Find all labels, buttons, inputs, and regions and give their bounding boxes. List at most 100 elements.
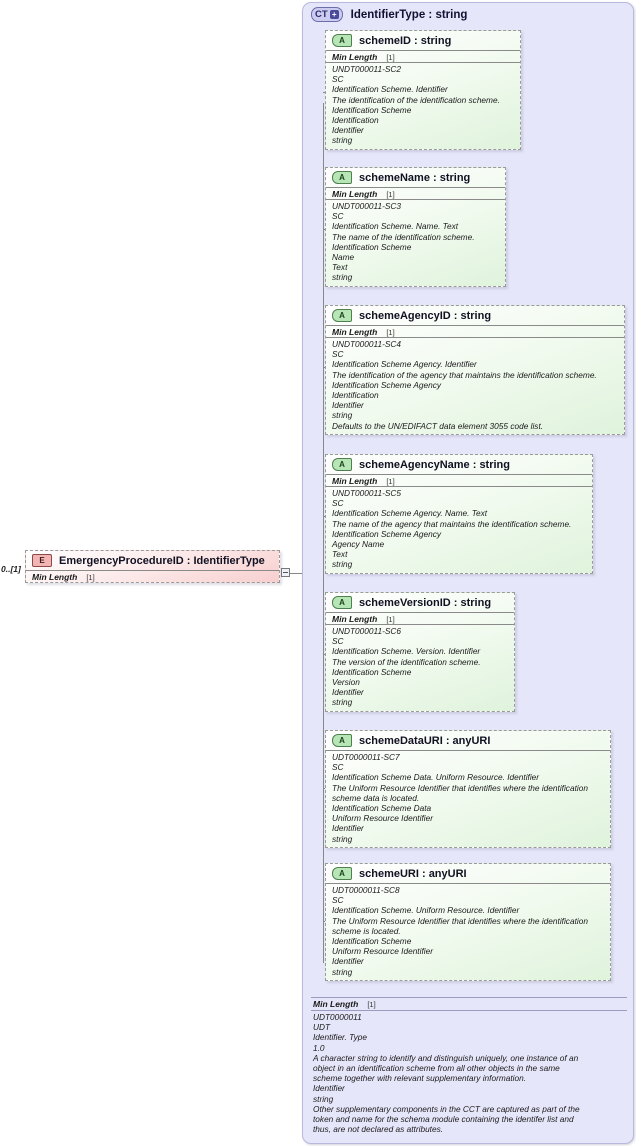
documentation-line: The identification of the identification… — [332, 94, 500, 105]
documentation-line: string — [332, 135, 353, 146]
element-rule-row: Min Length [1] — [26, 570, 279, 582]
documentation-line: token and name for the schema module con… — [313, 1114, 574, 1125]
documentation-line: SC — [332, 498, 344, 509]
documentation-line: UDT0000011 — [313, 1012, 362, 1022]
documentation-line: Identification Scheme — [332, 666, 412, 677]
documentation-line: Identifier — [313, 1083, 345, 1094]
attribute-badge: A — [332, 867, 352, 880]
documentation-line: Identification Scheme — [332, 936, 412, 947]
documentation-line: Agency Name — [332, 539, 385, 550]
documentation-line: Identifier — [332, 687, 364, 698]
documentation-line: UDT0000011-SC7 — [332, 752, 400, 762]
attribute-rule-row: Min Length[1] — [326, 612, 514, 624]
cardinality-label: 0..[1] — [1, 564, 21, 574]
attribute-rule-label: Min Length — [332, 476, 378, 486]
documentation-line: Identifier — [332, 125, 364, 136]
documentation-line: Identification — [332, 390, 379, 401]
documentation-line: Text — [332, 549, 348, 560]
documentation-line: string — [313, 1093, 334, 1104]
element-title: EmergencyProcedureID : IdentifierType — [59, 554, 265, 567]
attribute-connector-stub — [323, 921, 325, 922]
documentation-line: UDT — [313, 1022, 331, 1033]
documentation-line: string — [332, 559, 353, 570]
documentation-line: SC — [332, 349, 344, 360]
element-rule-value: [1] — [86, 573, 95, 582]
documentation-line: 1.0 — [313, 1042, 325, 1053]
attribute-name: schemeAgencyName : string — [359, 458, 510, 471]
documentation-line: Identification Scheme. Name. Text — [332, 221, 459, 232]
documentation-line: object in an identification scheme from … — [313, 1063, 560, 1074]
documentation-line: Other supplementary components in the CC… — [313, 1103, 580, 1114]
attribute-badge: A — [332, 171, 352, 184]
attribute-connector-stub — [323, 367, 325, 368]
documentation-line: Identification Scheme Agency — [332, 379, 441, 390]
documentation-line: Defaults to the UN/EDIFACT data element … — [332, 420, 544, 431]
attribute-rule-row: Min Length[1] — [326, 325, 624, 337]
complex-type-badge[interactable]: CT + — [311, 7, 343, 22]
documentation-line: Uniform Resource Identifier — [332, 946, 433, 957]
documentation-line: Identifier — [332, 400, 364, 411]
documentation-line: The Uniform Resource Identifier that ide… — [332, 782, 588, 793]
element-node: 0..[1] E EmergencyProcedureID : Identifi… — [0, 548, 302, 600]
attribute-name: schemeAgencyID : string — [359, 309, 492, 322]
attribute-name: schemeURI : anyURI — [359, 867, 467, 880]
attribute-badge: A — [332, 34, 352, 47]
complex-type-badge-label: CT — [315, 8, 328, 20]
documentation-line: Identification Scheme. Version. Identifi… — [332, 646, 481, 657]
attribute-rule-label: Min Length — [332, 52, 378, 62]
documentation-line: Identification Scheme — [332, 104, 412, 115]
attribute-rule-value: [1] — [386, 190, 395, 199]
attribute-badge: A — [332, 309, 352, 322]
attribute-name: schemeVersionID : string — [359, 596, 492, 609]
documentation-line: string — [332, 833, 353, 844]
element-box[interactable]: E EmergencyProcedureID : IdentifierType … — [25, 550, 280, 583]
attribute-badge: A — [332, 596, 352, 609]
collapse-box-icon[interactable] — [281, 568, 290, 577]
attribute-rule-row: Min Length[1] — [326, 50, 520, 62]
attribute-name: schemeID : string — [359, 34, 452, 47]
documentation-line: UNDT000011-SC2 — [332, 64, 402, 74]
type-rule-value: [1] — [367, 1000, 376, 1009]
documentation-line: Name — [332, 252, 355, 263]
documentation-line: A character string to identify and disti… — [313, 1052, 579, 1063]
documentation-line: Version — [332, 677, 360, 688]
attribute-connector-stub — [323, 516, 325, 517]
documentation-line: Identifier — [332, 956, 364, 967]
documentation-line: string — [332, 410, 353, 421]
attribute-rule-label: Min Length — [332, 327, 378, 337]
documentation-line: thus, are not declared as attributes. — [313, 1124, 444, 1135]
documentation-line: scheme is located. — [332, 925, 401, 936]
documentation-line: SC — [332, 895, 344, 906]
documentation-line: The name of the identification scheme. — [332, 231, 475, 242]
attribute-rule-value: [1] — [386, 477, 395, 486]
documentation-line: Identification Scheme. Identifier — [332, 84, 448, 95]
documentation-line: Identifier. Type — [313, 1032, 367, 1043]
documentation-line: Identification Scheme. Uniform Resource.… — [332, 905, 520, 916]
documentation-line: Identification Scheme — [332, 241, 412, 252]
documentation-line: UNDT000011-SC5 — [332, 488, 402, 498]
attribute-connector-stub — [323, 654, 325, 655]
element-badge: E — [32, 554, 52, 567]
documentation-line: The identification of the agency that ma… — [332, 369, 597, 380]
attribute-badge: A — [332, 734, 352, 747]
documentation-line: UNDT000011-SC4 — [332, 339, 402, 349]
documentation-line: Identification Scheme Agency. Name. Text — [332, 508, 488, 519]
documentation-line: Identifier — [332, 823, 364, 834]
plus-icon[interactable]: + — [329, 10, 339, 19]
